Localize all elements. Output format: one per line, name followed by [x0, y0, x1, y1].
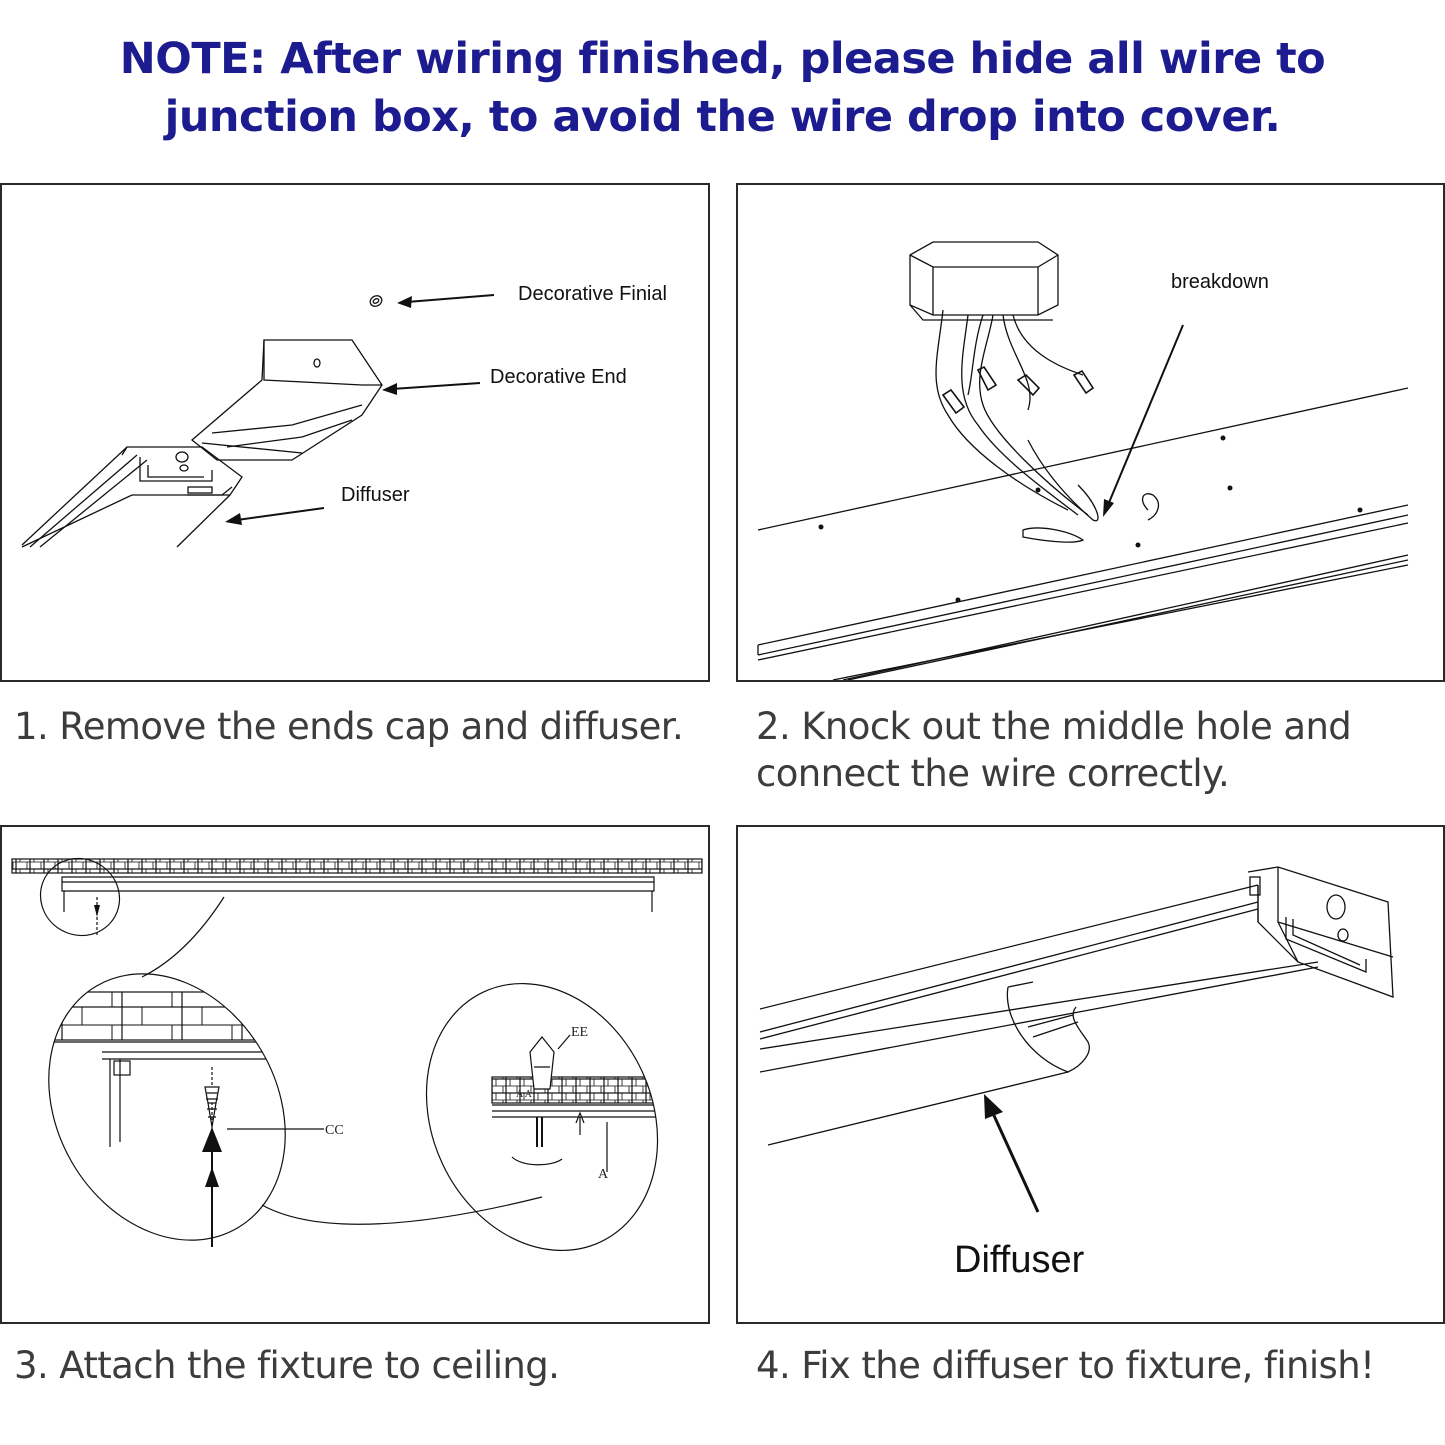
decorative-finial-label: Decorative Finial — [518, 283, 667, 305]
step-1-illustration — [21, 294, 495, 548]
aa-marker-label: A A — [516, 1089, 532, 1100]
step-2-diagram: breakdown — [736, 183, 1445, 682]
step-3-illustration — [11, 857, 703, 1252]
note-line-2: junction box, to avoid the wire drop int… — [164, 92, 1281, 142]
step-3-diagram: CC EE A A A — [0, 825, 710, 1324]
cc-screw-label: CC — [325, 1123, 344, 1138]
step-2-caption-line-2: connect the wire correctly. — [756, 752, 1230, 795]
diffuser-label: Diffuser — [341, 484, 410, 506]
step-2-caption-line-1: 2. Knock out the middle hole and — [756, 705, 1352, 748]
step-2-illustration — [757, 241, 1409, 680]
step-4-illustration — [759, 866, 1394, 1213]
step-4-diagram: Diffuser — [736, 825, 1445, 1324]
step-2-caption: 2. Knock out the middle hole and connect… — [756, 703, 1352, 797]
step-1-diagram: Decorative Finial Decorative End Diffuse… — [0, 183, 710, 682]
step-4-caption: 4. Fix the diffuser to fixture, finish! — [756, 1344, 1375, 1387]
note-line-1: NOTE: After wiring finished, please hide… — [119, 34, 1326, 84]
diffuser-label-step-4: Diffuser — [954, 1239, 1085, 1281]
step-3-caption: 3. Attach the fixture to ceiling. — [14, 1344, 560, 1387]
a-fixture-label: A — [598, 1167, 609, 1182]
note-heading: NOTE: After wiring finished, please hide… — [0, 30, 1445, 146]
decorative-end-label: Decorative End — [490, 366, 627, 388]
step-1-caption: 1. Remove the ends cap and diffuser. — [14, 705, 684, 748]
breakdown-label: breakdown — [1171, 271, 1269, 293]
ee-anchor-label: EE — [571, 1025, 589, 1040]
